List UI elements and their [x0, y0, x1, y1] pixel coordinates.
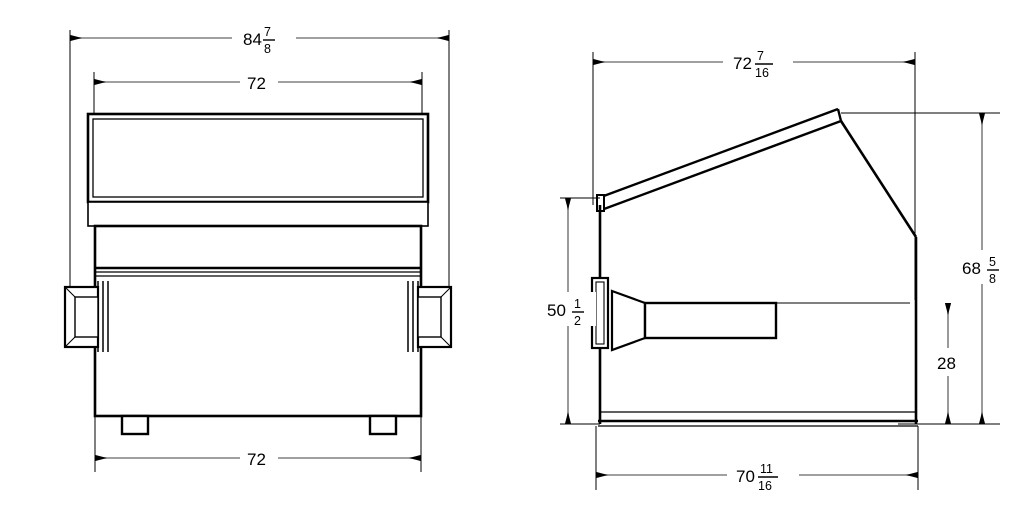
dim-label-side-overall-depth: 72 [733, 54, 752, 73]
dim-label-side-base-depth: 70 [736, 467, 755, 486]
dim-fraction-side-front-wall-height: 1 2 [572, 297, 584, 328]
dim-front-overall-width: 84 7 8 [70, 22, 449, 56]
dim-side-overall-height: 68 5 8 [956, 113, 1014, 424]
dim-label-side-overall-height: 68 [962, 259, 981, 278]
dim-label-front-base-width: 72 [247, 450, 266, 469]
svg-text:5: 5 [989, 255, 996, 269]
side-view: 72 7 16 [540, 46, 1014, 493]
svg-text:2: 2 [574, 314, 581, 328]
dim-front-lid-width: 72 [94, 68, 422, 96]
front-lid [86, 112, 430, 204]
dim-label-front-lid-width: 72 [247, 74, 266, 93]
dim-label-side-pocket-height: 28 [937, 354, 956, 373]
dim-fraction-front-overall-width: 7 8 [263, 25, 275, 56]
front-skid-feet [120, 414, 398, 436]
svg-text:16: 16 [755, 66, 769, 80]
dim-side-base-depth: 70 11 16 [596, 459, 918, 493]
dim-side-overall-depth: 72 7 16 [593, 46, 915, 80]
front-fork-pocket-right [407, 281, 453, 352]
front-body [93, 224, 423, 418]
dim-fraction-side-overall-height: 5 8 [987, 255, 999, 286]
dim-side-pocket-height: 28 [930, 303, 968, 424]
dim-side-front-wall-height: 50 1 2 [540, 198, 596, 424]
front-top-rail [87, 201, 429, 227]
front-view: 84 7 8 72 [63, 22, 453, 472]
side-rear-profile [839, 120, 918, 424]
dim-label-side-front-wall-height: 50 [547, 301, 566, 320]
side-fork-pocket [610, 289, 910, 352]
svg-text:7: 7 [757, 49, 764, 63]
front-extension-lines [69, 30, 450, 300]
front-fork-pocket-left [63, 281, 109, 352]
svg-text:8: 8 [264, 42, 271, 56]
svg-text:1: 1 [574, 297, 581, 311]
dim-fraction-side-overall-depth: 7 16 [755, 49, 773, 80]
dim-fraction-side-base-depth: 11 16 [758, 462, 778, 493]
dim-label-front-overall-width: 84 [243, 30, 262, 49]
svg-text:7: 7 [264, 25, 271, 39]
dim-front-base-width: 72 [95, 444, 421, 472]
svg-text:16: 16 [758, 479, 772, 493]
front-bottom-extension-lines [94, 416, 422, 472]
side-bottom-rail [598, 411, 918, 427]
side-bottom-extension-lines [595, 426, 919, 490]
svg-text:8: 8 [989, 272, 996, 286]
svg-text:11: 11 [760, 462, 773, 476]
